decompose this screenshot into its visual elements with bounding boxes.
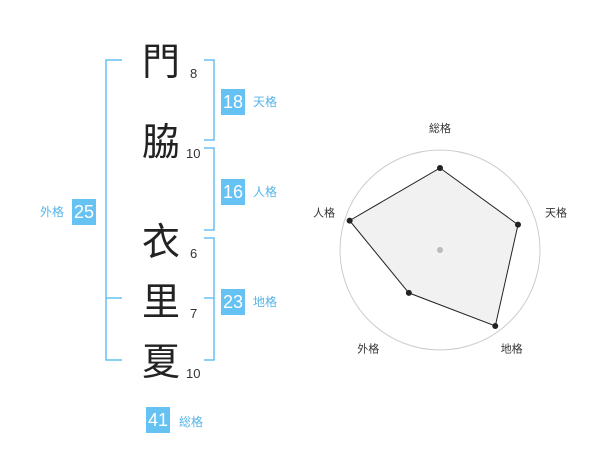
radar-point-3 — [492, 323, 499, 330]
jinkaku-badge: 16 — [221, 179, 245, 205]
radar-point-1 — [437, 165, 443, 171]
chikaku-badge: 23 — [221, 289, 245, 315]
soukaku-label: 総格 — [179, 415, 204, 429]
tenkaku-badge: 18 — [221, 89, 245, 115]
jinkaku-label: 人格 — [253, 185, 278, 199]
radar-axis-label-3: 地格 — [501, 342, 523, 356]
gaikaku-badge: 25 — [72, 199, 96, 225]
tenkaku-label: 天格 — [253, 95, 278, 109]
stroke-count-1: 8 — [190, 66, 198, 81]
radar-point-5 — [346, 217, 353, 224]
radar-data-polygon — [348, 167, 519, 327]
stroke-count-2: 10 — [186, 146, 201, 161]
name-char-3: 衣 — [142, 220, 181, 264]
name-char-5: 夏 — [142, 340, 181, 384]
name-char-1: 門 — [142, 40, 181, 84]
radar-center-dot — [437, 247, 443, 253]
stroke-count-4: 7 — [190, 306, 198, 321]
radar-point-2 — [514, 221, 521, 228]
chikaku-label: 地格 — [253, 295, 278, 309]
jinkaku-bracket — [204, 147, 215, 231]
stroke-count-3: 6 — [190, 246, 198, 261]
tenkaku-bracket — [204, 59, 215, 141]
radar-axis-label-5: 人格 — [313, 205, 335, 219]
radar-axis-label-1: 総格 — [429, 121, 451, 135]
name-char-2: 脇 — [142, 120, 181, 164]
gaikaku-bracket — [105, 59, 122, 361]
stroke-count-5: 10 — [186, 366, 201, 381]
soukaku-badge: 41 — [146, 407, 170, 433]
gaikaku-label: 外格 — [40, 205, 65, 219]
radar-axis-label-4: 外格 — [357, 342, 379, 356]
name-char-4: 里 — [142, 280, 181, 324]
radar-point-4 — [405, 289, 412, 296]
chikaku-bracket — [204, 237, 215, 361]
radar-axis-label-2: 天格 — [545, 205, 567, 219]
